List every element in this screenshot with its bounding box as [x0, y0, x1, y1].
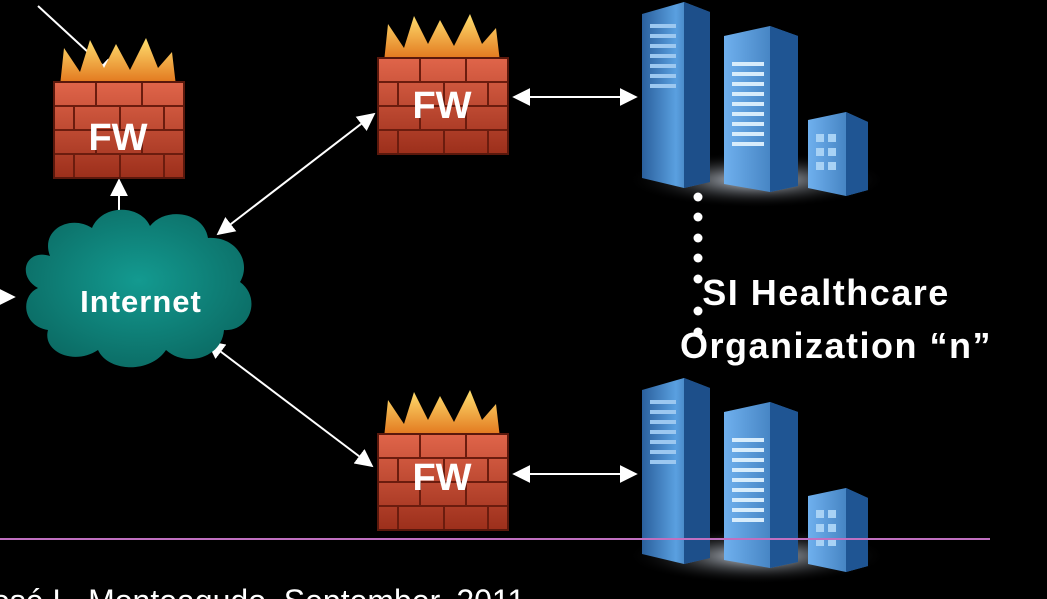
cloud-label: Internet	[80, 284, 202, 319]
server-icon	[627, 378, 887, 584]
firewall-left: FW	[53, 37, 185, 179]
internet-cloud: Internet	[25, 209, 252, 368]
server-top	[627, 2, 887, 208]
firewall-top: FW	[377, 13, 509, 155]
link-internet-bottom-fw	[206, 340, 374, 468]
firewall-bottom: FW	[377, 389, 509, 531]
server-bottom	[627, 378, 887, 584]
cloud-icon	[25, 209, 252, 368]
firewall-label: FW	[88, 117, 147, 159]
footer-text: José L. Monteagudo, September, 2011	[0, 583, 525, 599]
organization-label-line1: SI Healthcare	[702, 272, 950, 313]
firewall-label: FW	[412, 85, 471, 127]
organization-label-line2: Organization “n”	[680, 325, 992, 366]
ellipsis-dots	[693, 192, 703, 337]
firewall-label: FW	[412, 457, 471, 499]
server-icon	[627, 2, 887, 208]
link-internet-top-fw	[216, 112, 376, 236]
firewall-icon	[377, 13, 509, 155]
